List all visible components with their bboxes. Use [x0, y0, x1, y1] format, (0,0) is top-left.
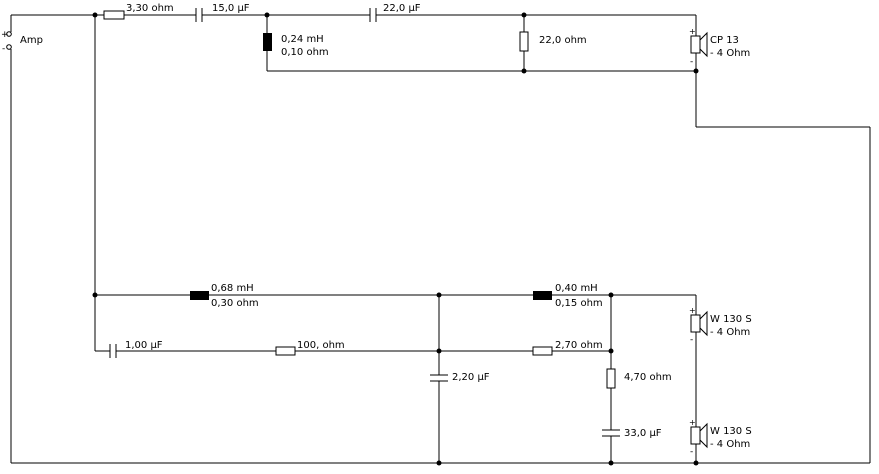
- svg-text:0,40 mH: 0,40 mH: [555, 283, 598, 294]
- junction-dot: [693, 460, 699, 466]
- amp-minus-sign: -: [2, 44, 5, 54]
- capacitor-22-uF: 22,0 µF: [369, 3, 421, 22]
- inductor-0-40-mH: 0,40 mH 0,15 ohm: [533, 283, 603, 309]
- svg-text:22,0 ohm: 22,0 ohm: [539, 35, 587, 46]
- woofer-1-speaker-icon: + - W 130 S - 4 Ohm: [689, 306, 752, 345]
- woofer-2-plus-sign: +: [689, 418, 696, 427]
- amp-minus-terminal: [6, 44, 12, 50]
- capacitor-15-uF: 15,0 µF: [195, 3, 250, 22]
- svg-text:0,10 ohm: 0,10 ohm: [281, 47, 329, 58]
- tweeter-impedance: - 4 Ohm: [710, 48, 750, 59]
- junction-dot: [436, 460, 442, 466]
- amp-label: Amp: [20, 35, 43, 46]
- amp-terminals: + - Amp: [1, 30, 43, 54]
- capacitor-2-20-uF: 2,20 µF: [430, 372, 490, 383]
- inductor-0-68-mH: 0,68 mH 0,30 ohm: [190, 283, 259, 309]
- junction-dot: [608, 460, 614, 466]
- svg-text:100, ohm: 100, ohm: [297, 340, 345, 351]
- junction-dot: [521, 12, 527, 18]
- svg-text:3,30 ohm: 3,30 ohm: [126, 3, 174, 14]
- wires: [10, 14, 871, 464]
- woofer-2-name: W 130 S: [710, 426, 752, 437]
- resistor-22-ohm: 22,0 ohm: [519, 31, 587, 52]
- svg-text:0,30 ohm: 0,30 ohm: [211, 298, 259, 309]
- svg-text:33,0 µF: 33,0 µF: [624, 428, 662, 439]
- svg-text:1,00 µF: 1,00 µF: [125, 340, 163, 351]
- resistor-4-70-ohm: 4,70 ohm: [606, 368, 672, 389]
- tweeter-speaker-icon: + - CP 13 - 4 Ohm: [689, 27, 750, 67]
- resistor-3-30-ohm: 3,30 ohm: [103, 3, 174, 20]
- svg-text:22,0 µF: 22,0 µF: [383, 3, 421, 14]
- woofer-2-impedance: - 4 Ohm: [710, 439, 750, 450]
- junction-dot: [608, 292, 614, 298]
- resistor-100-ohm: 100, ohm: [275, 340, 345, 356]
- svg-text:0,24 mH: 0,24 mH: [281, 34, 324, 45]
- tweeter-name: CP 13: [710, 35, 739, 46]
- woofer-1-plus-sign: +: [689, 306, 696, 315]
- junction-dots: [92, 12, 699, 466]
- svg-text:2,20 µF: 2,20 µF: [452, 372, 490, 383]
- svg-text:4,70 ohm: 4,70 ohm: [624, 372, 672, 383]
- junction-dot: [521, 68, 527, 74]
- junction-dot: [608, 348, 614, 354]
- tweeter-minus-sign: -: [690, 57, 693, 67]
- amp-plus-terminal: [6, 31, 12, 37]
- woofer-2-minus-sign: -: [690, 447, 693, 457]
- junction-dot: [693, 68, 699, 74]
- junction-dot: [92, 12, 98, 18]
- svg-text:0,15 ohm: 0,15 ohm: [555, 298, 603, 309]
- junction-dot: [264, 12, 270, 18]
- resistor-2-70-ohm: 2,70 ohm: [532, 340, 603, 356]
- amp-plus-sign: +: [1, 30, 9, 40]
- inductor-0-24-mH: 0,24 mH 0,10 ohm: [263, 33, 329, 58]
- woofer-2-speaker-icon: + - W 130 S - 4 Ohm: [689, 418, 752, 457]
- woofer-1-impedance: - 4 Ohm: [710, 327, 750, 338]
- svg-text:0,68 mH: 0,68 mH: [211, 283, 254, 294]
- capacitor-1-00-uF: 1,00 µF: [109, 340, 163, 358]
- tweeter-plus-sign: +: [689, 27, 696, 36]
- capacitor-33-uF: 33,0 µF: [602, 428, 662, 439]
- svg-text:2,70 ohm: 2,70 ohm: [555, 340, 603, 351]
- woofer-1-name: W 130 S: [710, 314, 752, 325]
- junction-dot: [436, 348, 442, 354]
- junction-dot: [92, 292, 98, 298]
- junction-dot: [436, 292, 442, 298]
- svg-text:15,0 µF: 15,0 µF: [212, 3, 250, 14]
- woofer-1-minus-sign: -: [690, 335, 693, 345]
